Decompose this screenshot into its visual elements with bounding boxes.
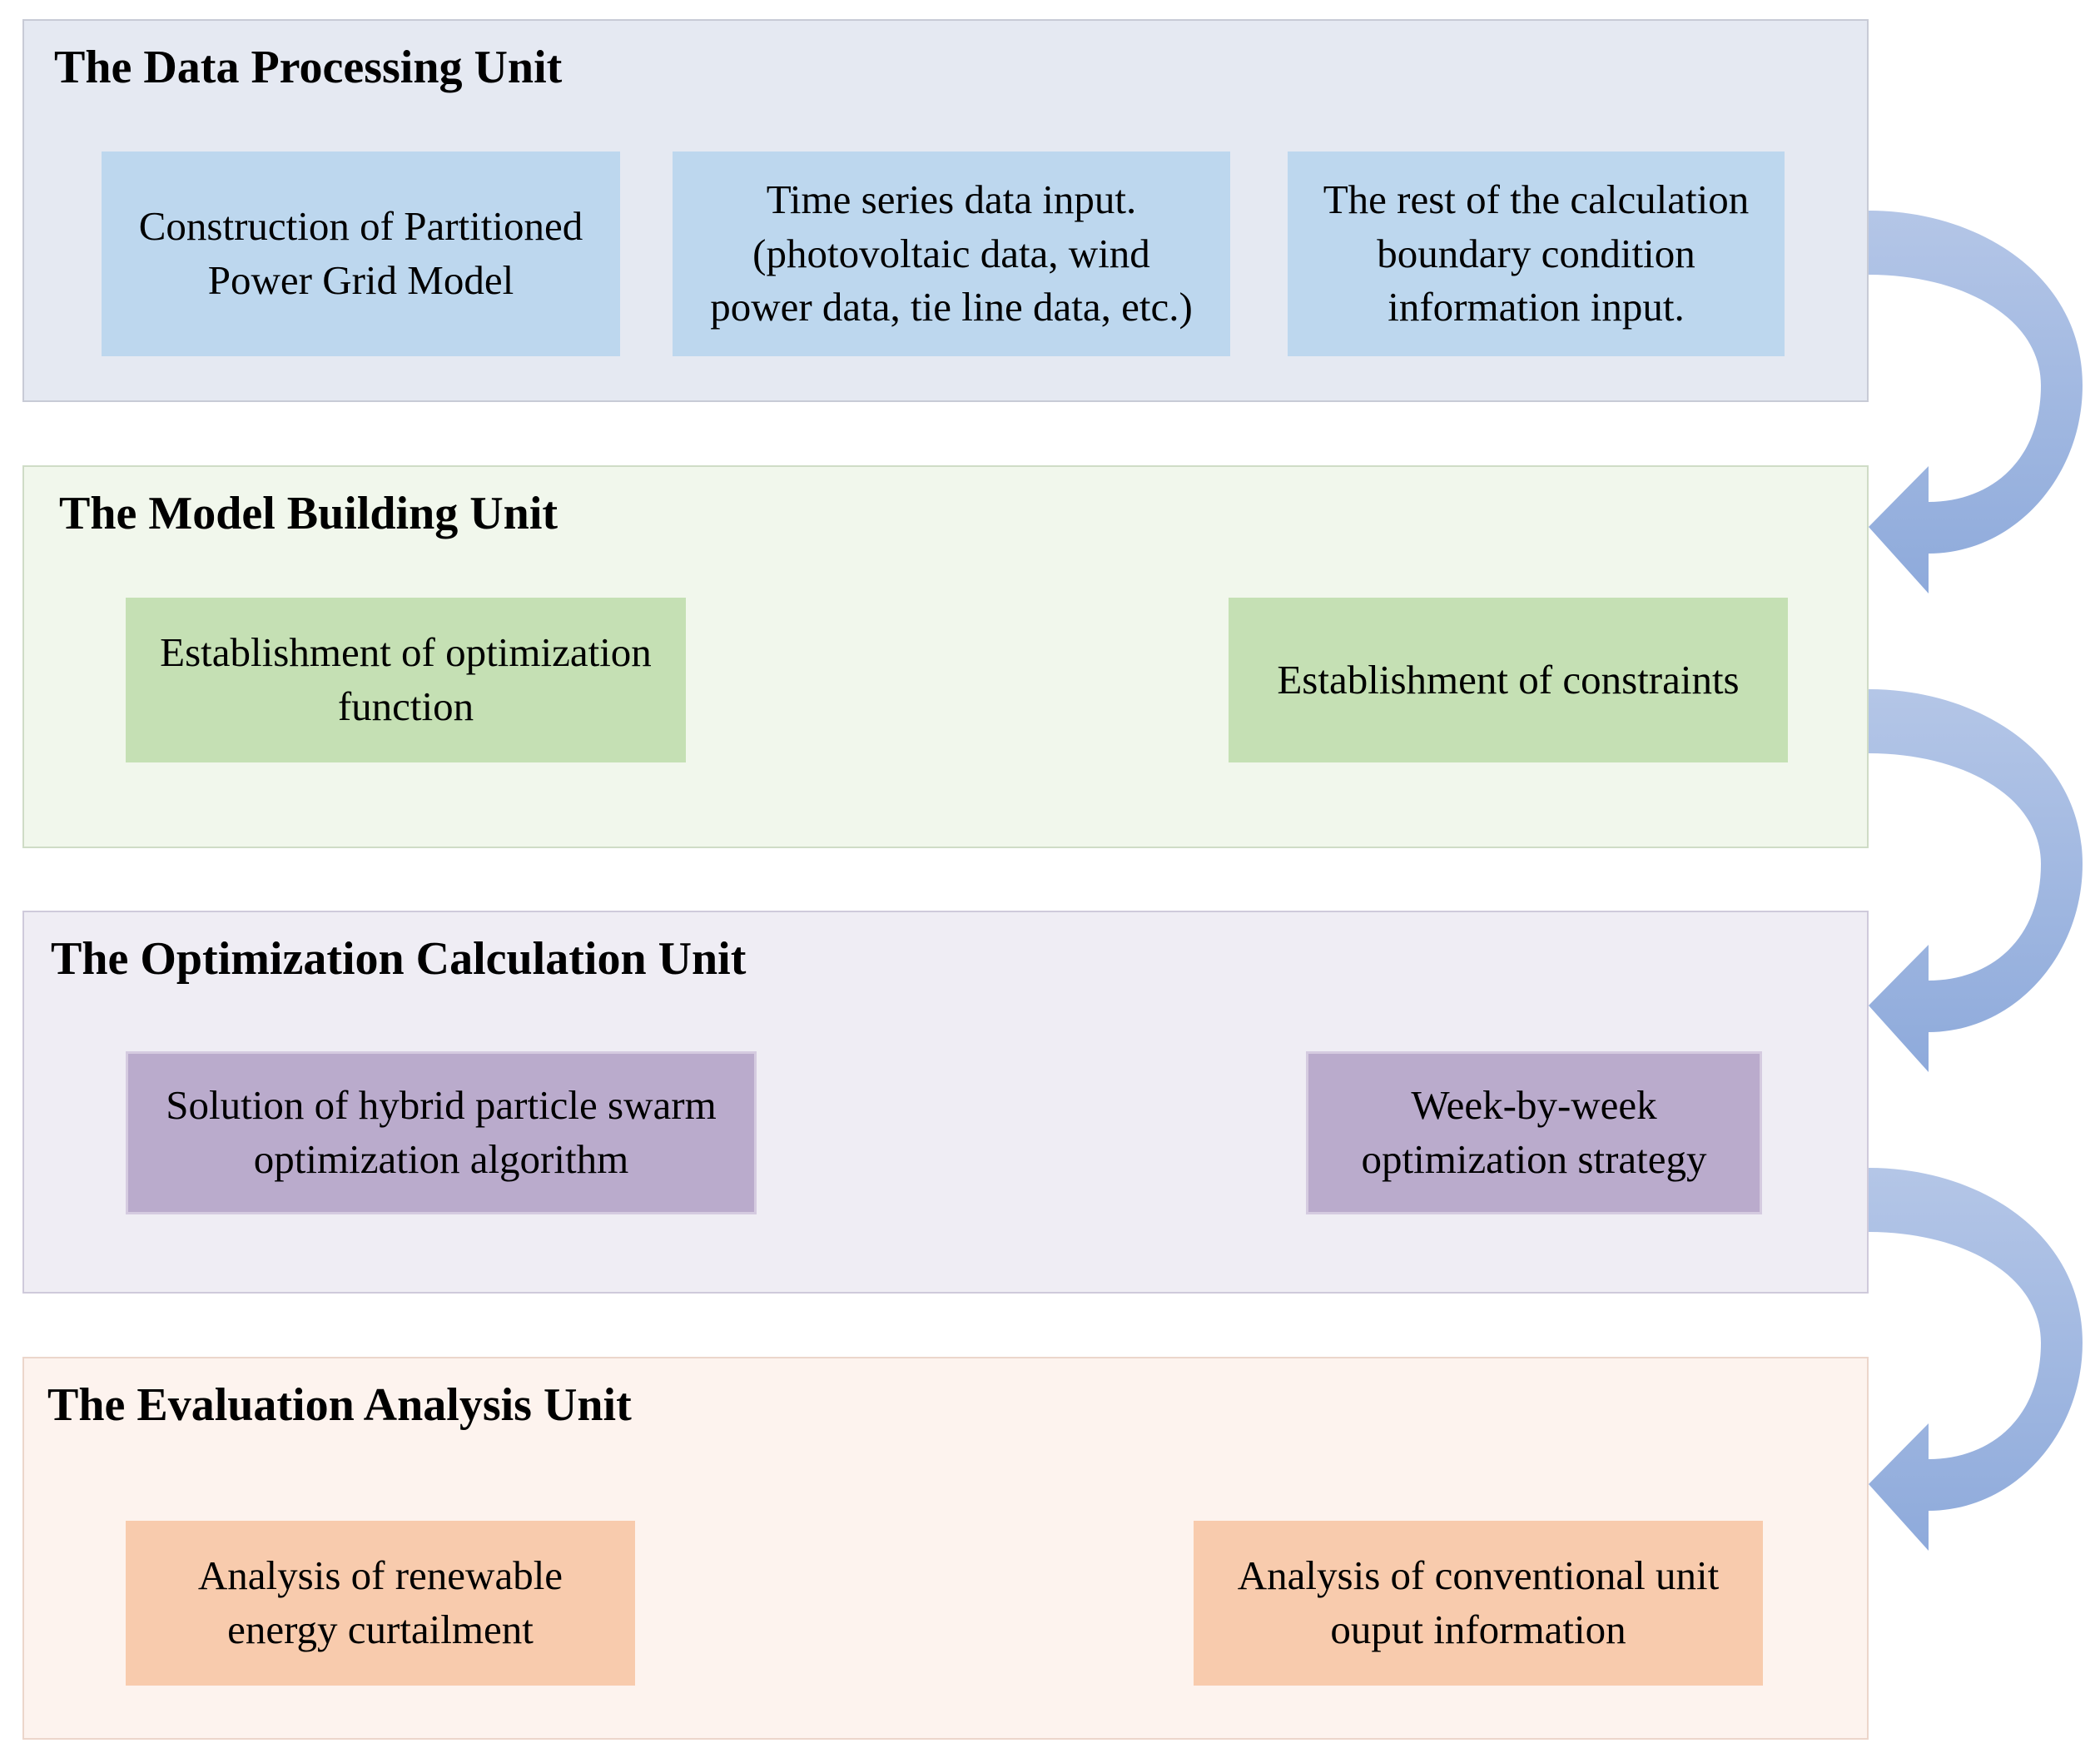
evaluation-analysis-unit: The Evaluation Analysis Unit Analysis of… bbox=[22, 1357, 1869, 1740]
curved-arrow-2 bbox=[1869, 689, 2083, 1072]
unit-title: The Data Processing Unit bbox=[54, 42, 563, 93]
data-processing-unit: The Data Processing Unit Construction of… bbox=[22, 19, 1869, 402]
curved-arrow-1 bbox=[1869, 211, 2083, 593]
process-box-constraints: Establishment of constraints bbox=[1229, 598, 1788, 762]
unit-title: The Evaluation Analysis Unit bbox=[47, 1379, 632, 1431]
curved-arrow-3 bbox=[1869, 1168, 2083, 1551]
model-building-unit: The Model Building Unit Establishment of… bbox=[22, 465, 1869, 848]
optimization-calculation-unit: The Optimization Calculation Unit Soluti… bbox=[22, 911, 1869, 1294]
unit-title: The Optimization Calculation Unit bbox=[51, 933, 747, 985]
unit-title: The Model Building Unit bbox=[59, 488, 559, 539]
process-box-time-series: Time series data input.(photovoltaic dat… bbox=[673, 151, 1230, 356]
